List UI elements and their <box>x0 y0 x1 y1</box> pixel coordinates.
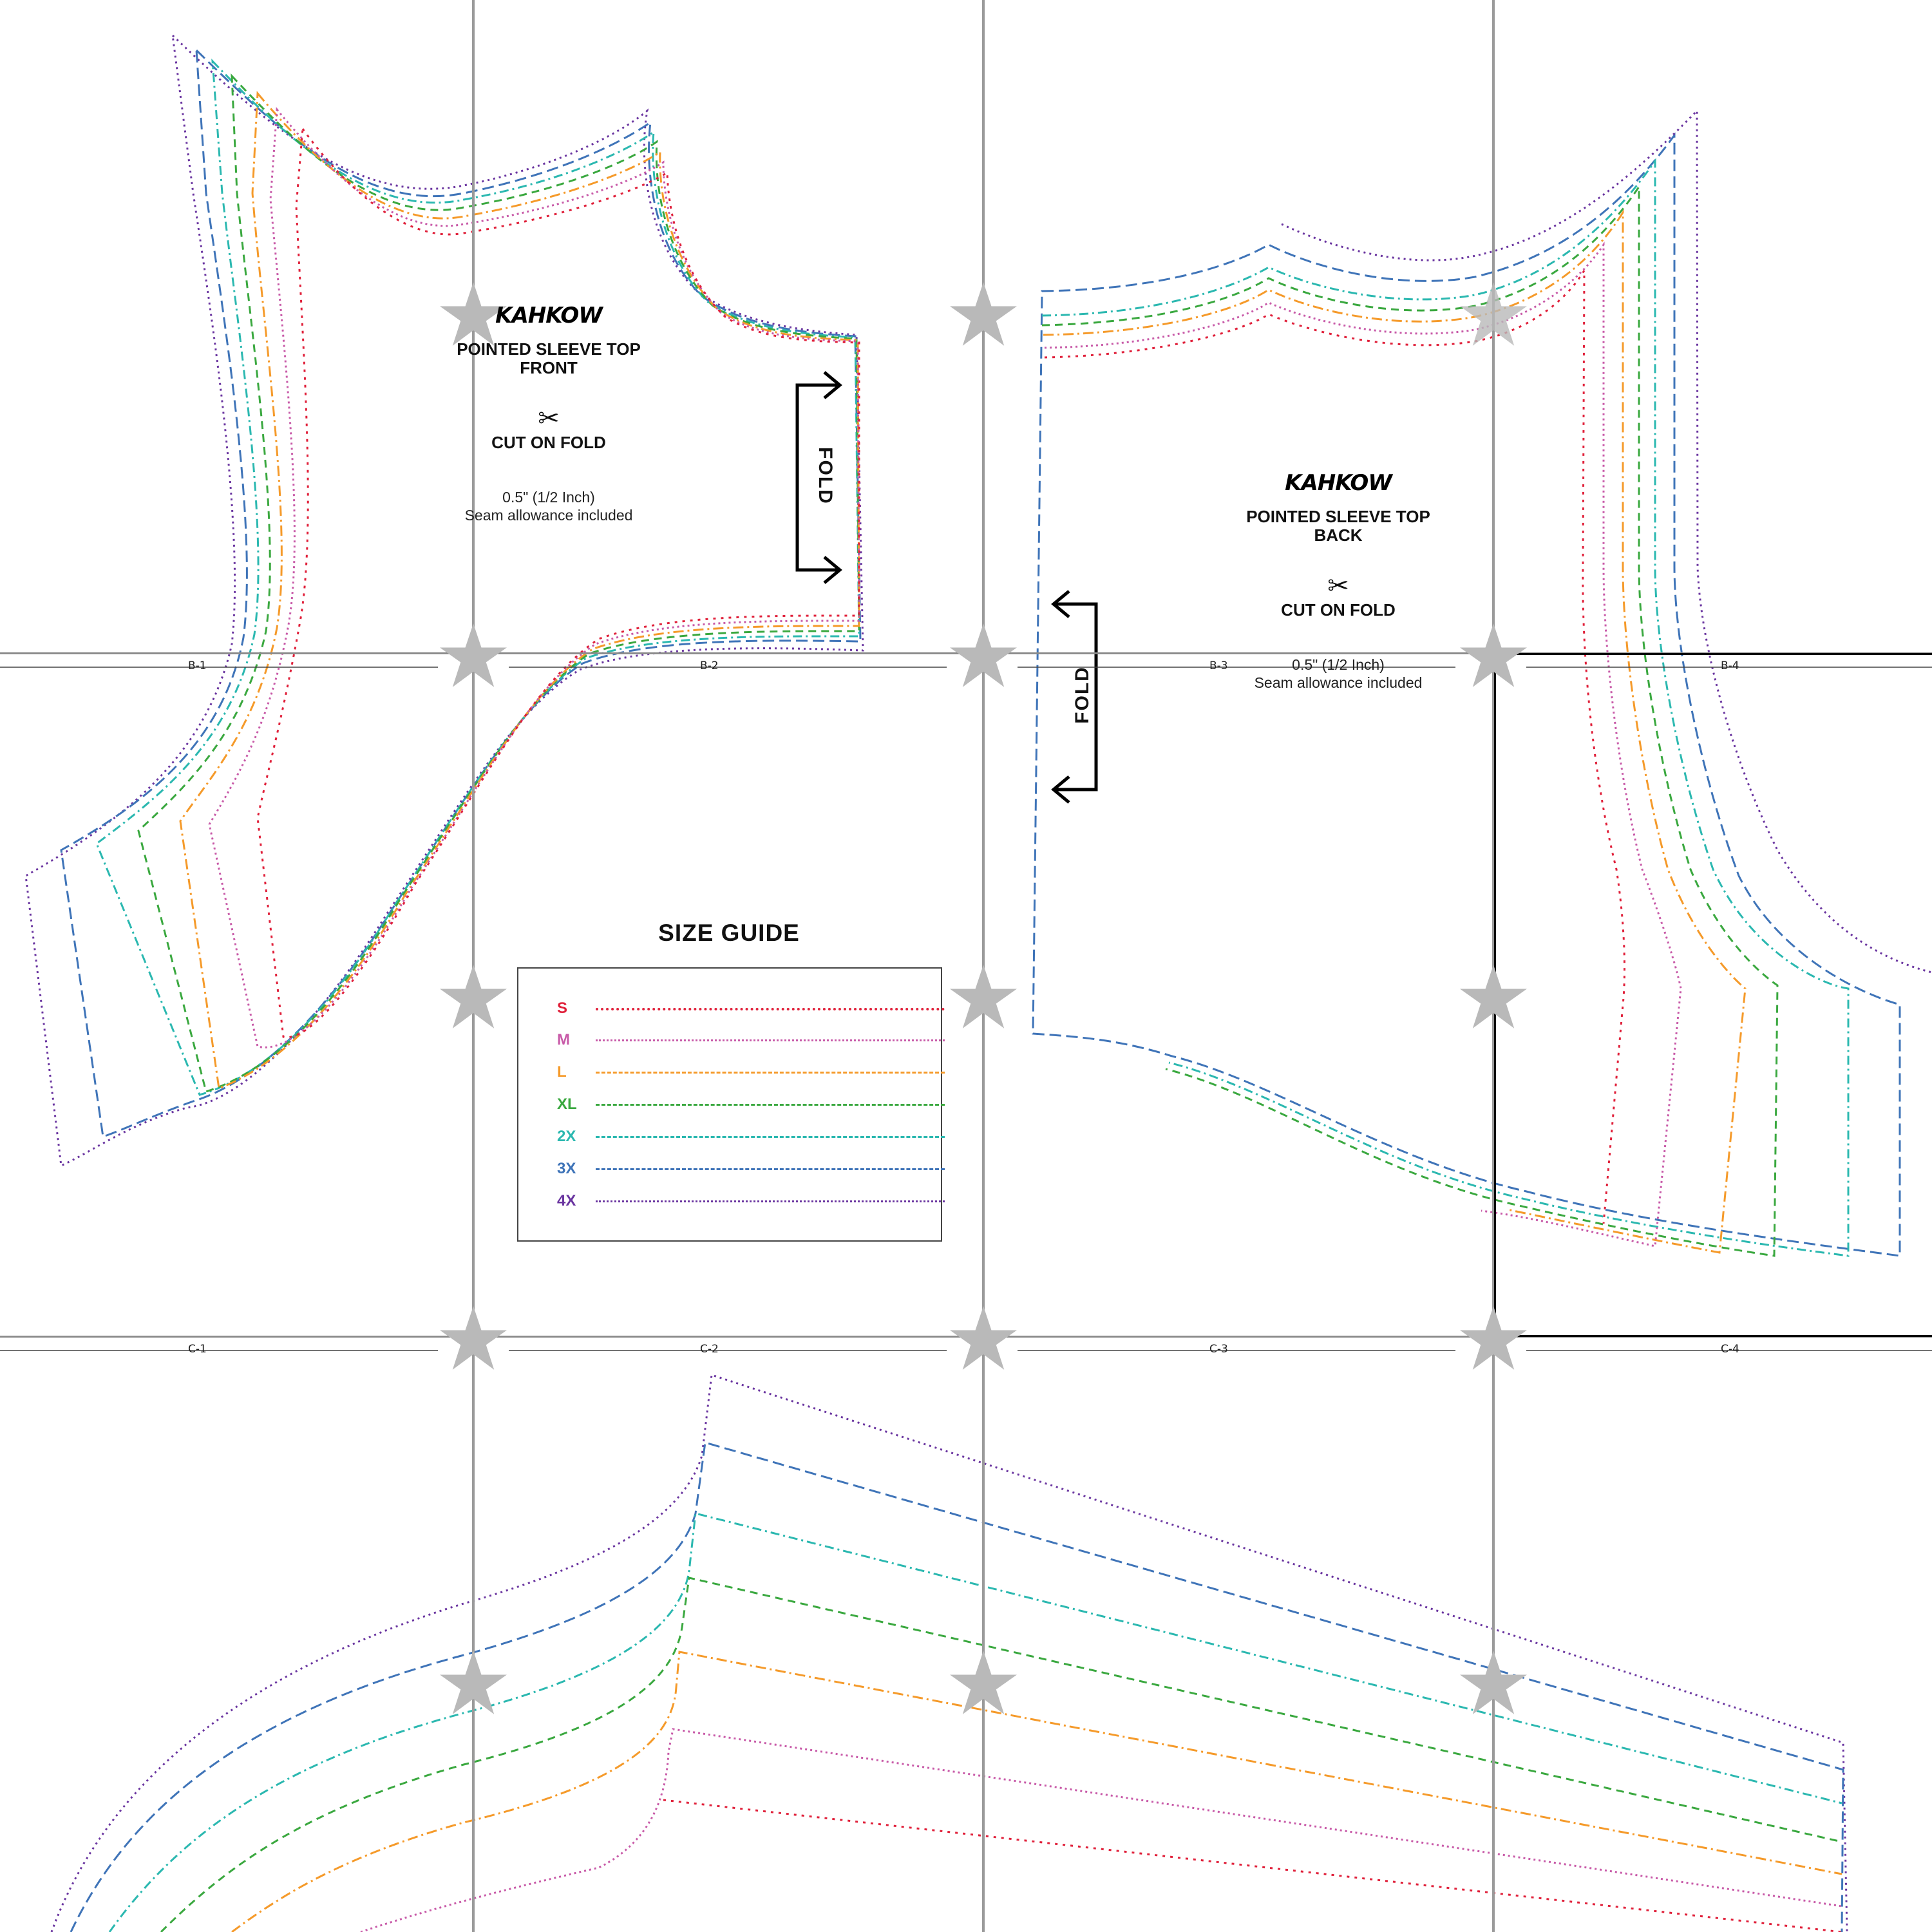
alignment-star-icon <box>950 965 1017 1028</box>
tile-label-b3: B-3 <box>1209 659 1228 672</box>
alignment-star-icon <box>440 623 507 687</box>
sleeve-outline-3x <box>70 1441 1844 1932</box>
back-seam-allowance: 0.5" (1/2 Inch) Seam allowance included <box>1209 656 1467 692</box>
alignment-star-icon <box>1460 965 1527 1028</box>
front-seam-line2: Seam allowance included <box>464 507 633 524</box>
legend-label: 4X <box>557 1192 576 1209</box>
legend-label: XL <box>557 1095 577 1113</box>
tile-label-c3: C-3 <box>1209 1343 1228 1356</box>
scissors-icon: ✂ <box>538 404 560 433</box>
scissors-icon: ✂ <box>1327 572 1349 600</box>
legend-line-4x <box>596 1200 945 1202</box>
back-outline-2x <box>1041 158 1850 1257</box>
legend-row-s: S <box>557 999 945 1018</box>
legend-row-2x: 2X <box>557 1127 945 1146</box>
alignment-star-icon <box>1460 623 1527 687</box>
sleeve-piece <box>50 1374 1848 1932</box>
front-seam-line1: 0.5" (1/2 Inch) <box>502 489 595 506</box>
legend-label: L <box>557 1063 567 1081</box>
legend-row-3x: 3X <box>557 1159 945 1179</box>
legend-row-m: M <box>557 1030 945 1050</box>
back-outline-4x <box>1281 108 1932 974</box>
sleeve-outline-2x <box>108 1512 1842 1932</box>
back-outline-xl <box>1041 184 1779 1257</box>
sleeve-outline-l <box>231 1651 1842 1932</box>
back-brand-logo: KAHKOW <box>1285 470 1392 496</box>
front-outline-s <box>256 126 860 1039</box>
legend-label: S <box>557 999 568 1017</box>
sleeve-outline-s <box>663 1799 1842 1932</box>
legend-row-xl: XL <box>557 1095 945 1114</box>
front-brand-logo: KAHKOW <box>495 303 603 328</box>
legend-line-xl <box>596 1104 945 1106</box>
back-outline-l <box>1043 209 1747 1254</box>
tile-label-c4: C-4 <box>1721 1343 1739 1356</box>
sleeve-outline-xl <box>160 1577 1842 1932</box>
tile-label-c2: C-2 <box>700 1343 719 1356</box>
back-title: POINTED SLEEVE TOP BACK <box>1216 507 1461 545</box>
alignment-star-icon <box>440 1651 507 1714</box>
front-title-line2: FRONT <box>520 358 578 377</box>
size-guide-title: SIZE GUIDE <box>658 920 800 946</box>
front-fold-arrow <box>795 371 842 584</box>
front-fold-label: FOLD <box>814 447 836 505</box>
tile-rulers <box>0 667 1932 1351</box>
alignment-star-icon <box>950 1306 1017 1370</box>
tile-b4-outline <box>1494 653 1932 1337</box>
back-title-line1: POINTED SLEEVE TOP <box>1246 507 1430 526</box>
front-cut-instruction: CUT ON FOLD <box>491 433 606 452</box>
legend-label: 3X <box>557 1160 576 1177</box>
tile-label-b2: B-2 <box>700 659 719 672</box>
sleeve-outline-m <box>360 1728 1842 1932</box>
back-outline-3x <box>1032 132 1901 1257</box>
front-title-line1: POINTED SLEEVE TOP <box>457 339 641 359</box>
back-title-line2: BACK <box>1314 526 1363 545</box>
front-outline-m <box>208 107 860 1048</box>
alignment-star-icon <box>1460 1306 1527 1370</box>
legend-line-l <box>596 1072 945 1074</box>
alignment-star-icon <box>950 1651 1017 1714</box>
alignment-star-icon <box>1460 1651 1527 1714</box>
front-seam-allowance: 0.5" (1/2 Inch) Seam allowance included <box>420 488 677 524</box>
alignment-star-icon <box>950 623 1017 687</box>
alignment-star-icon <box>1460 282 1527 346</box>
legend-line-2x <box>596 1136 945 1138</box>
legend-line-m <box>596 1039 945 1041</box>
back-outline-s <box>1044 267 1625 1224</box>
back-seam-line2: Seam allowance included <box>1254 674 1423 691</box>
front-title: POINTED SLEEVE TOP FRONT <box>426 340 671 377</box>
alignment-star-icon <box>440 282 507 346</box>
back-cut-instruction: CUT ON FOLD <box>1281 600 1396 620</box>
legend-label: 2X <box>557 1128 576 1145</box>
alignment-star-icon <box>440 1306 507 1370</box>
back-seam-line1: 0.5" (1/2 Inch) <box>1292 656 1385 673</box>
alignment-star-icon <box>950 282 1017 346</box>
legend-row-l: L <box>557 1063 945 1082</box>
front-outline-xl <box>137 73 860 1093</box>
legend-label: M <box>557 1031 570 1048</box>
sleeve-outline-4x <box>50 1374 1848 1932</box>
front-outline-3x <box>60 48 862 1138</box>
front-outline-l <box>179 91 860 1090</box>
back-fold-label: FOLD <box>1071 666 1093 724</box>
back-outline-m <box>1044 242 1682 1247</box>
front-piece <box>24 32 864 1168</box>
tile-label-b1: B-1 <box>188 659 207 672</box>
tile-label-b4: B-4 <box>1721 659 1739 672</box>
legend-row-4x: 4X <box>557 1191 945 1211</box>
legend-line-s <box>596 1008 945 1010</box>
tile-label-c1: C-1 <box>188 1343 207 1356</box>
legend-line-3x <box>596 1168 945 1170</box>
alignment-star-icon <box>440 965 507 1028</box>
front-outline-2x <box>95 58 860 1096</box>
back-fold-arrow <box>1051 590 1098 804</box>
back-piece <box>1032 108 1932 1257</box>
size-guide-legend: S M L XL 2X 3X 4X <box>517 967 945 1242</box>
